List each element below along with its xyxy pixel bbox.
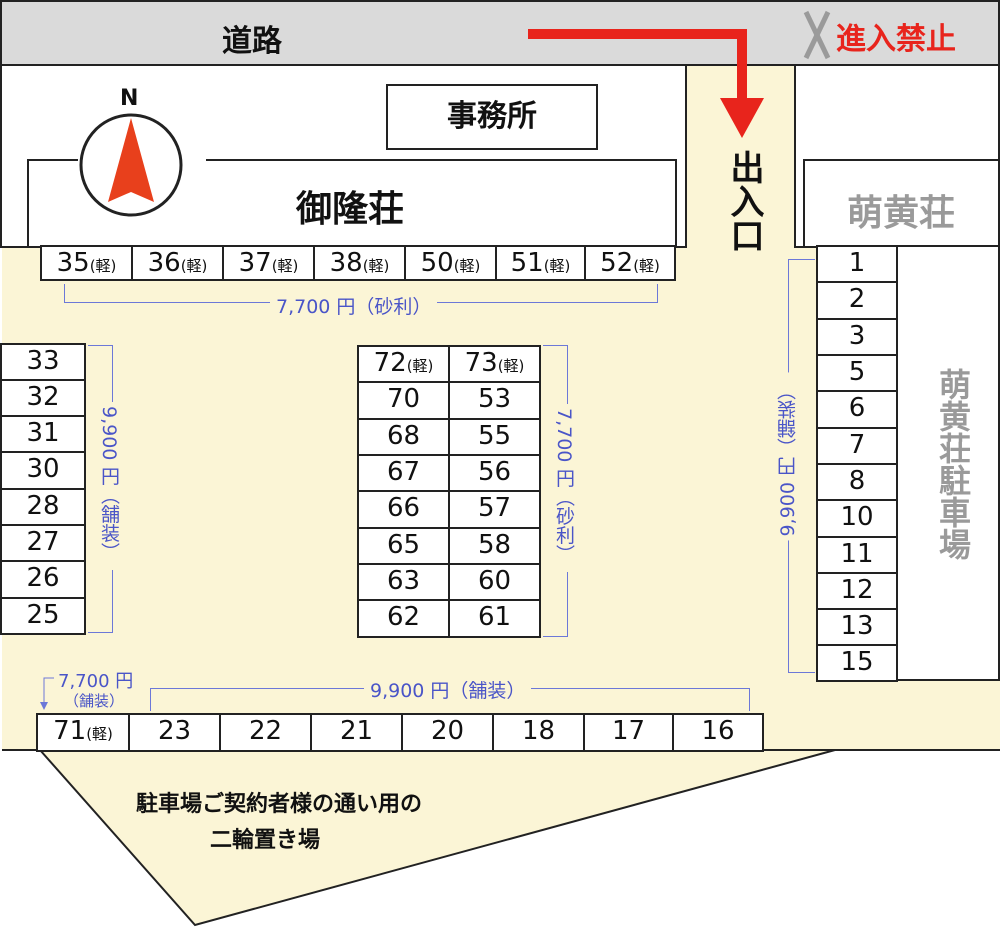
- space-25[interactable]: 25: [0, 597, 86, 635]
- space-27[interactable]: 27: [0, 524, 86, 562]
- space-18[interactable]: 18: [492, 713, 585, 752]
- space-55[interactable]: 55: [448, 418, 541, 456]
- space-71-price-label: 7,700 円: [58, 671, 134, 692]
- space-62[interactable]: 62: [357, 599, 450, 638]
- space-10[interactable]: 10: [816, 499, 898, 538]
- space-8[interactable]: 8: [816, 463, 898, 501]
- bottom-row: 71(軽) 23 22 21 20 18 17 16: [36, 713, 764, 752]
- space-65[interactable]: 65: [357, 527, 450, 565]
- space-50[interactable]: 50(軽): [404, 245, 497, 281]
- no-entry-label: 進入禁止: [836, 22, 956, 57]
- left-column: 33 32 31 30 28 27 26 25: [0, 343, 86, 635]
- space-72[interactable]: 72(軽): [357, 345, 450, 383]
- space-63[interactable]: 63: [357, 563, 450, 601]
- main-building-outline: [27, 159, 677, 248]
- space-20[interactable]: 20: [401, 713, 494, 752]
- space-73[interactable]: 73(軽): [448, 345, 541, 383]
- space-71-price-note: （舗装）: [64, 692, 125, 710]
- compass-north-label: N: [120, 86, 139, 111]
- space-68[interactable]: 68: [357, 418, 450, 456]
- space-28[interactable]: 28: [0, 488, 86, 526]
- road-label: 道路: [222, 24, 282, 59]
- space-23[interactable]: 23: [128, 713, 221, 752]
- space-66[interactable]: 66: [357, 490, 450, 529]
- space-32[interactable]: 32: [0, 379, 86, 417]
- side-building-label: 萌黄荘: [846, 193, 955, 234]
- space-1[interactable]: 1: [816, 245, 898, 283]
- bottom-price-label: 9,900 円（舗装）: [364, 676, 532, 703]
- no-entry-x-icon: [803, 10, 831, 60]
- space-52[interactable]: 52(軽): [584, 245, 676, 281]
- space-5[interactable]: 5: [816, 354, 898, 392]
- space-70[interactable]: 70: [357, 381, 450, 420]
- entrance-label: 出入口: [724, 150, 764, 252]
- space-11[interactable]: 11: [816, 536, 898, 574]
- space-6[interactable]: 6: [816, 390, 898, 429]
- space-36[interactable]: 36(軽): [131, 245, 224, 281]
- space-37[interactable]: 37(軽): [222, 245, 315, 281]
- space-58[interactable]: 58: [448, 527, 541, 565]
- entry-arrow-icon: [528, 29, 764, 138]
- space-53[interactable]: 53: [448, 381, 541, 420]
- side-parking-label: 萌黄荘駐車場: [934, 368, 972, 560]
- space-38[interactable]: 38(軽): [313, 245, 406, 281]
- bike-area-line2: 二輪置き場: [210, 828, 321, 853]
- space-7[interactable]: 7: [816, 427, 898, 465]
- space-15[interactable]: 15: [816, 644, 898, 682]
- space-31[interactable]: 31: [0, 415, 86, 453]
- top-price-label: 7,700 円（砂利）: [270, 292, 438, 319]
- space-33[interactable]: 33: [0, 343, 86, 381]
- space-61[interactable]: 61: [448, 599, 541, 638]
- road: [0, 0, 1000, 66]
- office-building: 事務所: [386, 84, 598, 150]
- office-label: 事務所: [447, 99, 537, 134]
- space-22[interactable]: 22: [219, 713, 312, 752]
- space-13[interactable]: 13: [816, 608, 898, 646]
- center-price-label: 7,700 円（砂利）: [551, 404, 578, 573]
- side-parking-area: [896, 245, 1000, 681]
- space-71-arrow-icon: [40, 677, 54, 710]
- space-35[interactable]: 35(軽): [40, 245, 133, 281]
- compass-icon: [79, 113, 183, 217]
- space-17[interactable]: 17: [583, 713, 674, 752]
- space-56[interactable]: 56: [448, 454, 541, 492]
- space-21[interactable]: 21: [310, 713, 403, 752]
- space-12[interactable]: 12: [816, 572, 898, 610]
- right-price-label: 9,900 円（舗装）: [774, 372, 801, 541]
- space-71[interactable]: 71(軽): [36, 713, 130, 752]
- center-block: 72(軽) 70 68 67 66 65 63 62 73(軽) 53 55 5…: [357, 345, 541, 638]
- left-price-label: 9,900 円（舗装）: [96, 402, 123, 571]
- top-row: 35(軽) 36(軽) 37(軽) 38(軽) 50(軽) 51(軽) 52(軽…: [40, 245, 676, 281]
- space-30[interactable]: 30: [0, 451, 86, 490]
- bike-area-line1: 駐車場ご契約者様の通い用の: [136, 792, 423, 817]
- space-2[interactable]: 2: [816, 281, 898, 320]
- space-51[interactable]: 51(軽): [495, 245, 586, 281]
- space-67[interactable]: 67: [357, 454, 450, 492]
- side-building-outline: [803, 159, 1000, 248]
- right-column: 1 2 3 5 6 7 8 10 11 12 13 15: [816, 245, 898, 682]
- space-3[interactable]: 3: [816, 318, 898, 356]
- main-building-label: 御隆荘: [295, 189, 404, 230]
- space-57[interactable]: 57: [448, 490, 541, 529]
- space-16[interactable]: 16: [672, 713, 764, 752]
- space-60[interactable]: 60: [448, 563, 541, 601]
- space-26[interactable]: 26: [0, 560, 86, 599]
